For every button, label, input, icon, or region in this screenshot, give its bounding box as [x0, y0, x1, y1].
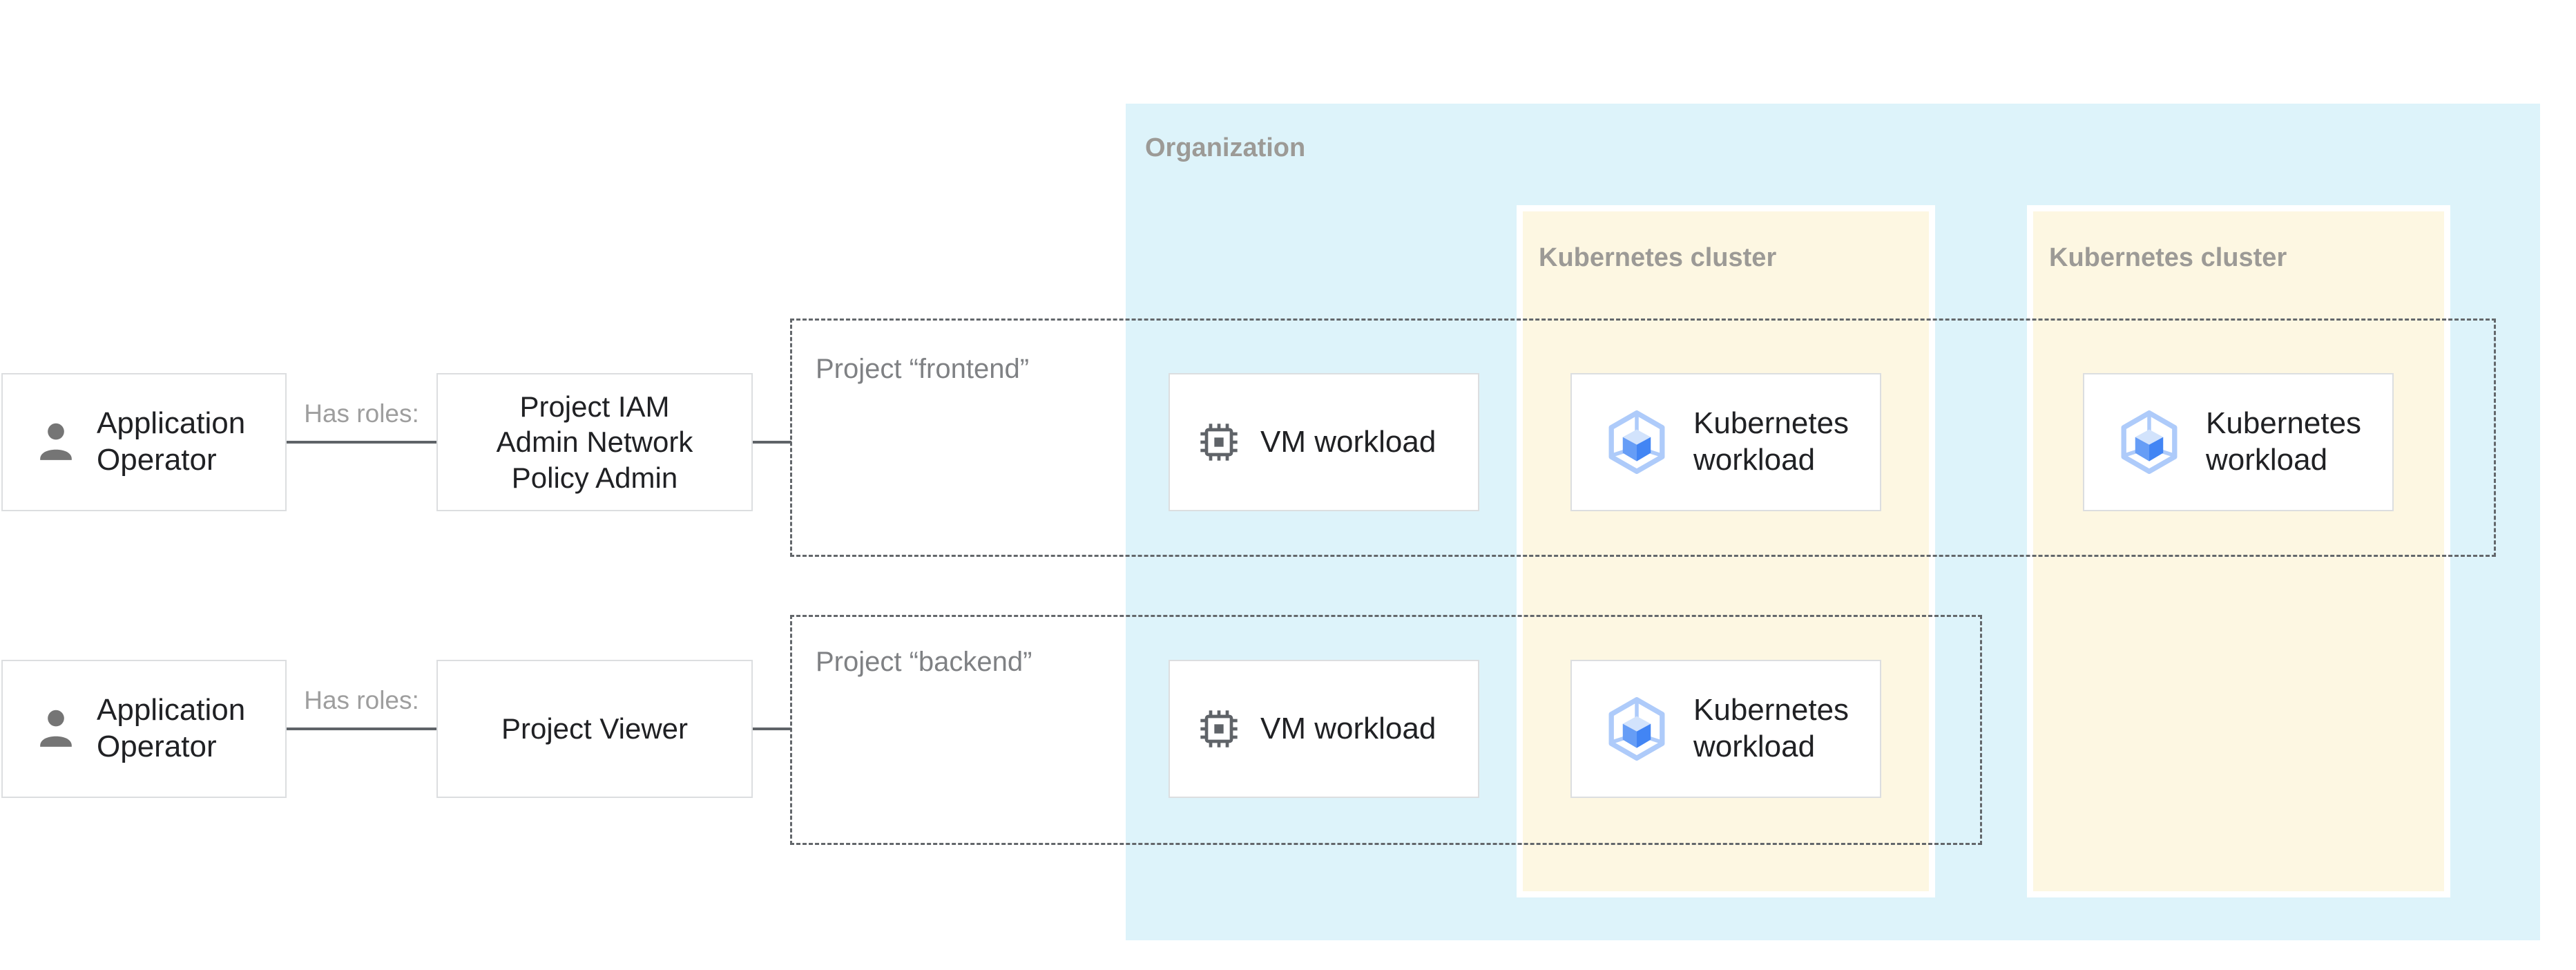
vm-workload-box-frontend: VM workload	[1169, 373, 1479, 511]
actor-name-line: Operator	[97, 443, 217, 477]
role-box-project-viewer: Project Viewer	[436, 660, 753, 798]
workload-label: Kubernetes workload	[1693, 406, 1849, 479]
connector-role1-frontend	[753, 441, 791, 444]
role-box-project-iam-admin: Project IAM Admin Network Policy Admin	[436, 373, 753, 511]
workload-label: Kubernetes workload	[1693, 692, 1849, 765]
gke-hexagon-icon	[1605, 410, 1669, 474]
workload-label-line: Kubernetes	[1693, 693, 1849, 728]
actor-name-line: Operator	[97, 730, 217, 763]
connector-actor2-role2	[287, 728, 436, 730]
person-icon	[33, 704, 79, 754]
vm-workload-box-backend: VM workload	[1169, 660, 1479, 798]
vm-chip-icon	[1198, 708, 1240, 750]
workload-label: VM workload	[1260, 711, 1436, 745]
role-line: Project Viewer	[501, 712, 688, 745]
role-line: Admin Network	[496, 426, 693, 459]
actor-name-line: Application	[97, 693, 246, 728]
workload-label-line: workload	[2206, 443, 2328, 477]
gke-hexagon-icon	[2117, 410, 2181, 474]
actor-name: Application Operator	[97, 692, 245, 765]
connector-role2-backend	[753, 728, 791, 730]
workload-label-line: workload	[1693, 730, 1816, 763]
actor-box-application-operator-1: Application Operator	[1, 373, 287, 511]
actor-name: Application Operator	[97, 406, 245, 479]
workload-label-line: Kubernetes	[2206, 406, 2362, 441]
person-icon	[33, 417, 79, 467]
has-roles-label-1: Has roles:	[304, 399, 419, 428]
has-roles-label-2: Has roles:	[304, 686, 419, 714]
kubernetes-cluster-2-label: Kubernetes cluster	[2049, 243, 2287, 272]
role-line: Policy Admin	[511, 461, 678, 494]
role-line: Project IAM	[519, 390, 670, 424]
vm-chip-icon	[1198, 421, 1240, 463]
project-backend-label: Project “backend”	[816, 647, 1032, 677]
role-text: Project Viewer	[501, 711, 688, 746]
kubernetes-workload-box-backend-cluster1: Kubernetes workload	[1570, 660, 1881, 798]
kubernetes-workload-box-frontend-cluster2: Kubernetes workload	[2083, 373, 2394, 511]
workload-label-line: Kubernetes	[1693, 406, 1849, 441]
kubernetes-workload-box-frontend-cluster1: Kubernetes workload	[1570, 373, 1881, 511]
role-text: Project IAM Admin Network Policy Admin	[497, 389, 693, 495]
workload-label-line: workload	[1693, 443, 1816, 477]
project-frontend-boundary	[790, 318, 2496, 557]
workload-label: VM workload	[1260, 424, 1436, 459]
organization-label: Organization	[1145, 133, 1306, 162]
gke-hexagon-icon	[1605, 697, 1669, 761]
workload-label: Kubernetes workload	[2206, 406, 2361, 479]
kubernetes-cluster-1-label: Kubernetes cluster	[1539, 243, 1777, 272]
kubernetes-cluster-2-region	[2033, 211, 2444, 891]
actor-name-line: Application	[97, 406, 246, 441]
actor-box-application-operator-2: Application Operator	[1, 660, 287, 798]
project-frontend-label: Project “frontend”	[816, 354, 1030, 384]
connector-actor1-role1	[287, 441, 436, 444]
